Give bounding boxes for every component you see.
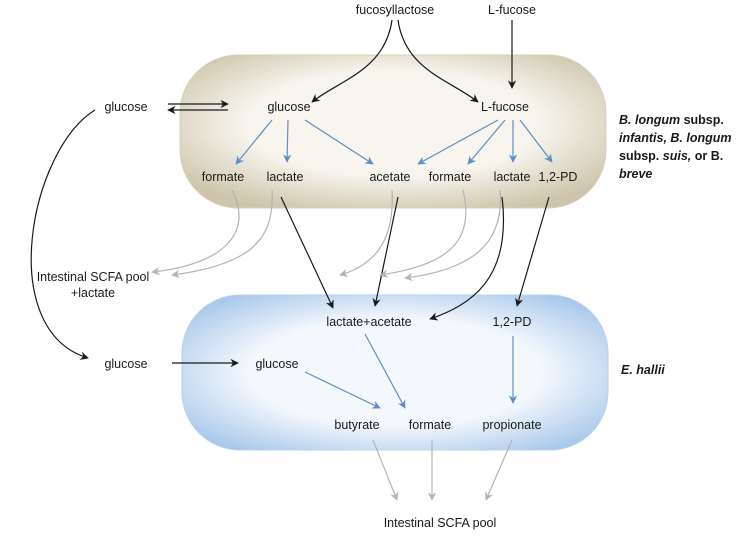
arrow-fucose-to-formate: [467, 119, 506, 165]
bifido-species-label: B. longum subsp. infantis, B. longum sub…: [619, 113, 735, 181]
arrow-glucose-loop: [30, 109, 96, 360]
arrow-fucosyllactose-to-glucose: [311, 19, 393, 103]
arrow-lactate1-to-pool: [171, 189, 273, 279]
label-bottom-scfa-pool: Intestinal SCFA pool: [384, 516, 497, 530]
label-formate-1: formate: [202, 170, 244, 184]
arrow-glucose-to-acetate: [304, 119, 374, 165]
arrow-formate1-to-pool: [151, 189, 240, 276]
arrow-butyrate-to-pool: [372, 439, 399, 501]
label-lactate-acetate: lactate+acetate: [326, 315, 411, 329]
label-butyrate: butyrate: [334, 418, 379, 432]
label-pd-1: 1,2-PD: [539, 170, 578, 184]
arrow-pd-to-hallii: [515, 196, 550, 307]
label-bifido-l-fucose: L-fucose: [481, 100, 529, 114]
label-formate-hallii: formate: [409, 418, 451, 432]
arrow-glucose-to-lactate: [282, 119, 292, 163]
label-propionate: propionate: [482, 418, 541, 432]
label-lactate-2: lactate: [494, 170, 531, 184]
label-formate-2: formate: [429, 170, 471, 184]
arrow-acetate-to-pool: [339, 189, 393, 277]
label-l-fucose-input: L-fucose: [488, 3, 536, 17]
arrow-acetate-to-hallii: [372, 196, 399, 307]
label-fucosyllactose: fucosyllactose: [356, 3, 435, 17]
arrow-fucosyllactose-to-lfucose: [397, 19, 479, 103]
hallii-cell: [181, 294, 609, 451]
arrow-fucose-to-pd: [519, 119, 553, 163]
arrow-glucose-to-formate: [235, 119, 273, 165]
label-lactate-1: lactate: [267, 170, 304, 184]
label-outside-glucose-bottom: glucose: [104, 357, 147, 371]
hallii-species-label: E. hallii: [621, 363, 665, 377]
label-outside-glucose-top: glucose: [104, 100, 147, 114]
bifidobacterium-cell: [179, 54, 607, 209]
label-scfa-pool-lactate-2: +lactate: [71, 286, 115, 300]
label-pd-2: 1,2-PD: [493, 315, 532, 329]
label-scfa-pool-lactate-1: Intestinal SCFA pool: [37, 270, 150, 284]
arrow-lactate2-to-pool: [404, 189, 502, 282]
arrow-formate2-to-pool: [379, 189, 467, 279]
arrow-lactate1-to-hallii: [280, 196, 334, 309]
arrow-glucose-to-butyrate: [304, 371, 381, 409]
arrow-lactate2-to-hallii: [429, 196, 504, 321]
label-hallii-glucose: glucose: [255, 357, 298, 371]
arrow-lactate-acetate-to-formate: [364, 333, 406, 409]
label-acetate: acetate: [369, 170, 410, 184]
arrow-propionate-to-pool: [485, 439, 513, 501]
arrow-fucose-to-acetate: [417, 119, 499, 165]
label-bifido-glucose: glucose: [267, 100, 310, 114]
